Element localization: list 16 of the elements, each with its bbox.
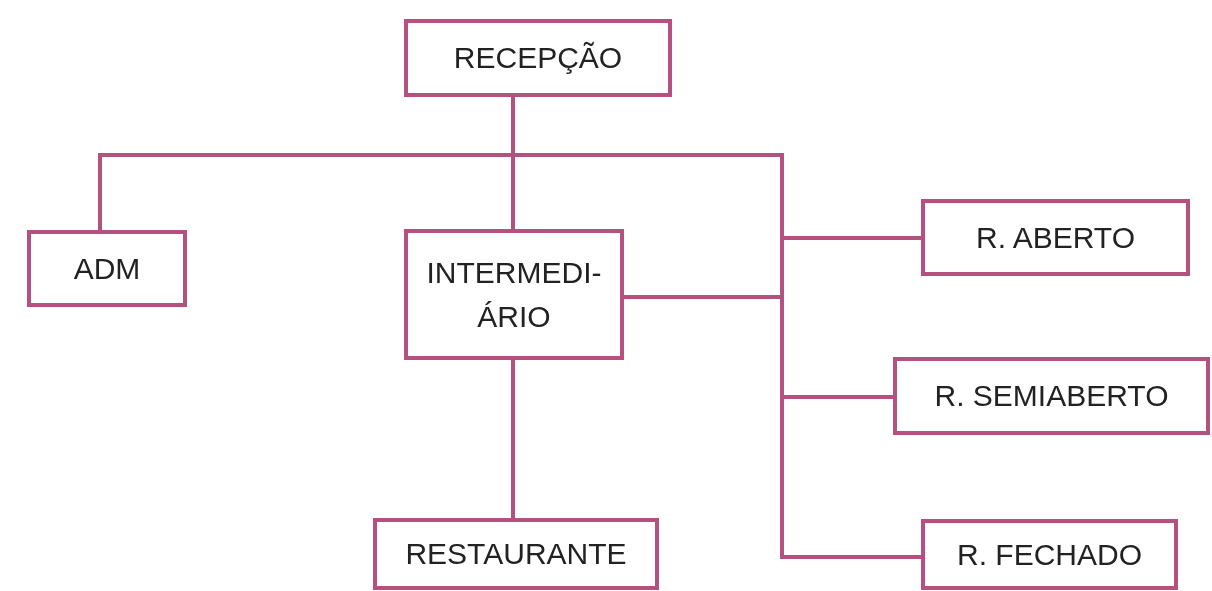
box-label: ADM bbox=[73, 250, 141, 287]
org-box bbox=[893, 357, 1210, 435]
org-box bbox=[27, 230, 187, 307]
org-box bbox=[921, 519, 1178, 590]
connector-line bbox=[511, 360, 515, 518]
connector-line bbox=[624, 295, 921, 559]
box-label: RECEPÇÃO bbox=[453, 40, 623, 77]
box-label: R. FECHADO bbox=[957, 536, 1142, 573]
org-box bbox=[404, 229, 624, 360]
org-box bbox=[373, 518, 659, 590]
box-label: INTERMEDI- ÁRIO bbox=[425, 255, 603, 335]
box-label: RESTAURANTE bbox=[405, 536, 627, 573]
box-label: R. ABERTO bbox=[976, 219, 1135, 256]
box-label: R. SEMIABERTO bbox=[934, 378, 1169, 415]
org-box bbox=[404, 19, 672, 97]
org-box bbox=[921, 199, 1190, 276]
